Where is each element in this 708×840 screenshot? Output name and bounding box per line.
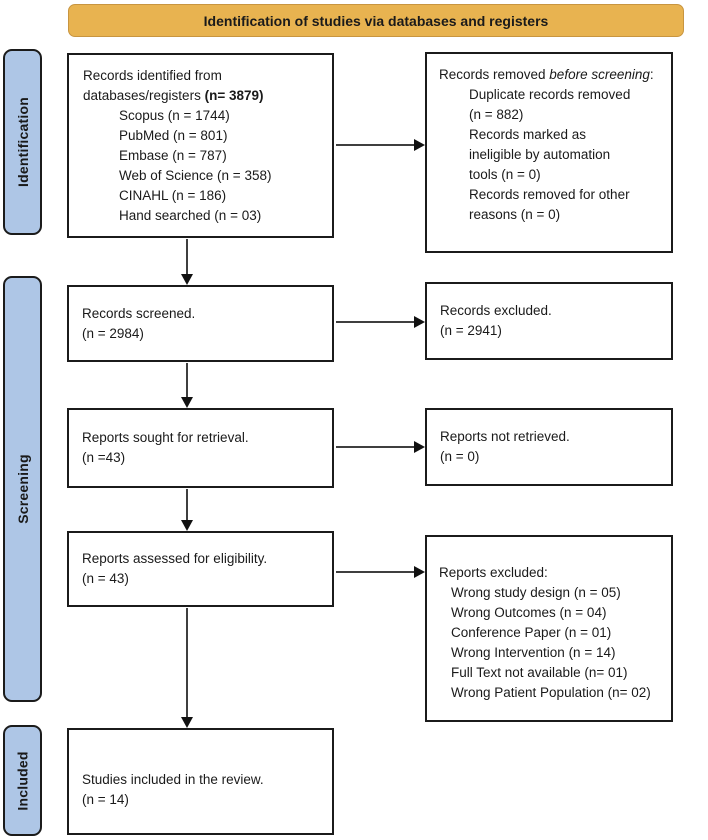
box-line: Records removed before screening: xyxy=(439,65,663,85)
list-item: CINAHL (n = 186) xyxy=(119,188,227,203)
list-item: Wrong study design (n = 05) xyxy=(451,585,621,600)
list-item: Duplicate records removed (n = 882) xyxy=(469,87,631,122)
box-line: databases/registers (n= 3879) xyxy=(83,86,324,106)
total-count: (n= 3879) xyxy=(204,88,264,103)
arrow-assessed-to-excluded xyxy=(336,566,425,578)
sidebar-phase-included: Included xyxy=(3,725,42,836)
list-item: Embase (n = 787) xyxy=(119,148,227,163)
list-item: Hand searched (n = 03) xyxy=(119,208,262,223)
database-list: Scopus (n = 1744) PubMed (n = 801) Embas… xyxy=(119,106,324,226)
reports-not-retrieved-box: Reports not retrieved. (n = 0) xyxy=(425,408,673,486)
arrow-screened-to-sought xyxy=(181,363,193,408)
box-line-text: Records removed xyxy=(439,67,550,82)
records-screened-box: Records screened. (n = 2984) xyxy=(67,285,334,362)
records-identified-box: Records identified from databases/regist… xyxy=(67,53,334,238)
banner-label: Identification of studies via databases … xyxy=(203,12,549,29)
box-line: Reports sought for retrieval. xyxy=(82,430,249,445)
box-line: (n =43) xyxy=(82,450,126,465)
records-removed-box: Records removed before screening: Duplic… xyxy=(425,52,673,253)
sidebar-phase-screening: Screening xyxy=(3,276,42,702)
box-line: (n = 0) xyxy=(440,449,480,464)
box-line: Records excluded. xyxy=(440,303,552,318)
sidebar-label: Identification xyxy=(14,97,31,187)
sidebar-label: Screening xyxy=(14,454,31,524)
box-line-italic: before screening xyxy=(549,67,650,82)
reports-sought-box: Reports sought for retrieval. (n =43) xyxy=(67,408,334,488)
box-line: (n = 2941) xyxy=(440,323,502,338)
list-item: Full Text not available (n= 01) xyxy=(451,665,628,680)
box-line: Studies included in the review. xyxy=(82,772,264,787)
list-item: Web of Science (n = 358) xyxy=(119,168,272,183)
list-item: Records marked as ineligible by automati… xyxy=(469,127,611,182)
box-line: (n = 2984) xyxy=(82,325,144,341)
arrow-identified-to-screened xyxy=(181,239,193,285)
studies-included-box: Studies included in the review. (n = 14) xyxy=(67,728,334,835)
list-item: Conference Paper (n = 01) xyxy=(451,625,612,640)
list-item: Records removed for other reasons (n = 0… xyxy=(469,187,630,222)
box-line: Records identified from xyxy=(83,68,222,83)
list-item: Wrong Outcomes (n = 04) xyxy=(451,605,607,620)
exclusion-reasons-list: Wrong study design (n = 05) Wrong Outcom… xyxy=(451,583,663,703)
box-line-text: databases/registers xyxy=(83,88,205,103)
list-item: Wrong Intervention (n = 14) xyxy=(451,645,616,660)
box-line: (n = 14) xyxy=(82,792,129,807)
box-line: (n = 43) xyxy=(82,571,129,586)
box-line-text: : xyxy=(649,67,654,82)
banner-identification-of-studies: Identification of studies via databases … xyxy=(68,4,684,37)
sidebar-label: Included xyxy=(14,750,31,811)
box-line: Reports not retrieved. xyxy=(440,429,570,444)
list-item: Scopus (n = 1744) xyxy=(119,108,230,123)
box-line: Records screened. xyxy=(82,305,196,321)
arrow-sought-to-assessed xyxy=(181,489,193,531)
arrow-screened-to-excluded xyxy=(336,316,425,328)
box-line: Reports assessed for eligibility. xyxy=(82,551,268,566)
box-line: Reports excluded: xyxy=(439,565,548,580)
list-item: Wrong Patient Population (n= 02) xyxy=(451,685,651,700)
arrow-identified-to-removed xyxy=(336,139,425,151)
reports-assessed-box: Reports assessed for eligibility. (n = 4… xyxy=(67,531,334,607)
reports-excluded-box: Reports excluded: Wrong study design (n … xyxy=(425,535,673,722)
arrow-sought-to-not-retrieved xyxy=(336,441,425,453)
removed-reasons-list: Duplicate records removed (n = 882) Reco… xyxy=(469,85,663,225)
sidebar-phase-identification: Identification xyxy=(3,49,42,235)
arrow-assessed-to-included xyxy=(181,608,193,728)
records-excluded-box: Records excluded. (n = 2941) xyxy=(425,282,673,360)
list-item: PubMed (n = 801) xyxy=(119,128,228,143)
